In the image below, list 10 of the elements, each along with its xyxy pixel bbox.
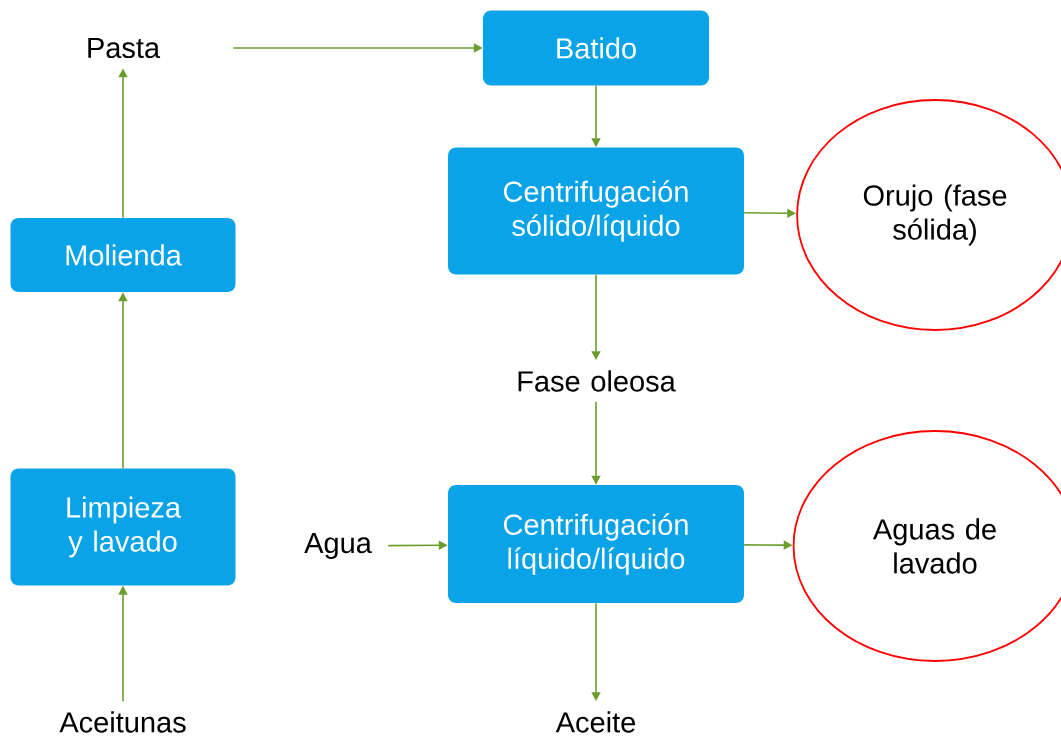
step-label: Agua bbox=[304, 533, 372, 559]
step-label: Aceitunas bbox=[59, 711, 186, 733]
step-label: Fase oleosa bbox=[518, 370, 676, 392]
process-box: Limpieza y lavado bbox=[10, 468, 236, 586]
step-label: Pasta bbox=[88, 37, 161, 59]
process-box: Centrifugación líquido/líquido bbox=[448, 485, 744, 603]
process-box: Batido bbox=[483, 10, 709, 86]
process-box: Molienda bbox=[10, 218, 236, 292]
step-label: Aceite bbox=[555, 711, 635, 733]
process-box: Centrifugación sólido/líquido bbox=[448, 147, 744, 275]
